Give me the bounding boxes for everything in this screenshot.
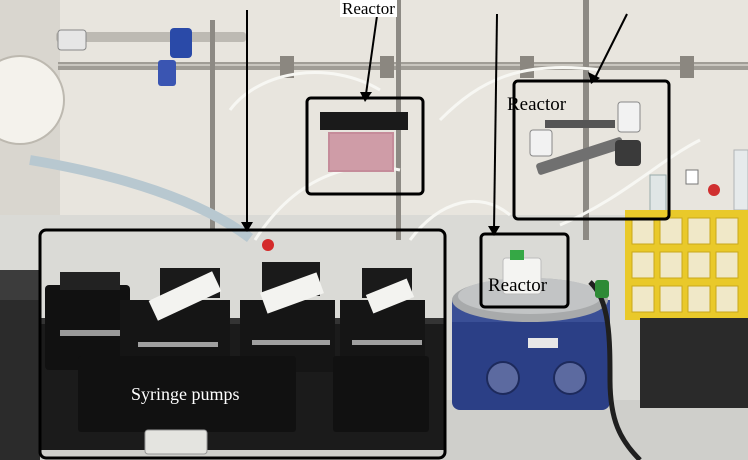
chip-glare — [330, 134, 392, 170]
syringe-pump-1 — [45, 272, 130, 370]
dark-instrument-base — [640, 318, 748, 408]
yellow-tube-rack — [625, 210, 748, 320]
power-cable — [588, 280, 642, 460]
reactor-holder — [320, 112, 408, 130]
magnetic-stirrer — [452, 278, 610, 410]
blue-connector — [170, 28, 192, 58]
left-instrument-top — [0, 270, 40, 300]
left-instrument — [0, 270, 40, 460]
clamp-head — [57, 29, 87, 51]
green-connector — [595, 280, 609, 298]
vial-green-cap — [510, 250, 524, 260]
pointer-reactor-top — [365, 15, 378, 95]
label-reactor-stirrer: Reactor — [488, 275, 548, 296]
clamp-rod — [56, 32, 246, 42]
pump-connector-plug — [144, 429, 208, 455]
blue-valve — [158, 60, 176, 86]
label-reactor-right: Reactor — [507, 94, 567, 115]
pointer-stirrer-reactor — [493, 13, 498, 231]
pipe-valves — [280, 56, 694, 78]
round-fixture — [0, 55, 65, 145]
label-reactor-top: Reactor — [340, 0, 397, 18]
ventilation-hose — [29, 155, 254, 242]
label-syringe-pumps: Syringe pumps — [131, 384, 240, 404]
pump-front-block-right — [333, 356, 429, 432]
reactor-box-stirrer — [479, 232, 570, 309]
reactor-assembly-right — [529, 101, 748, 216]
pump-front-block — [78, 356, 296, 432]
pipe-highlight — [58, 64, 748, 66]
syringe-pumps-box — [38, 228, 447, 460]
pointer-right-reactor — [594, 13, 628, 79]
arrowheads — [241, 72, 600, 236]
